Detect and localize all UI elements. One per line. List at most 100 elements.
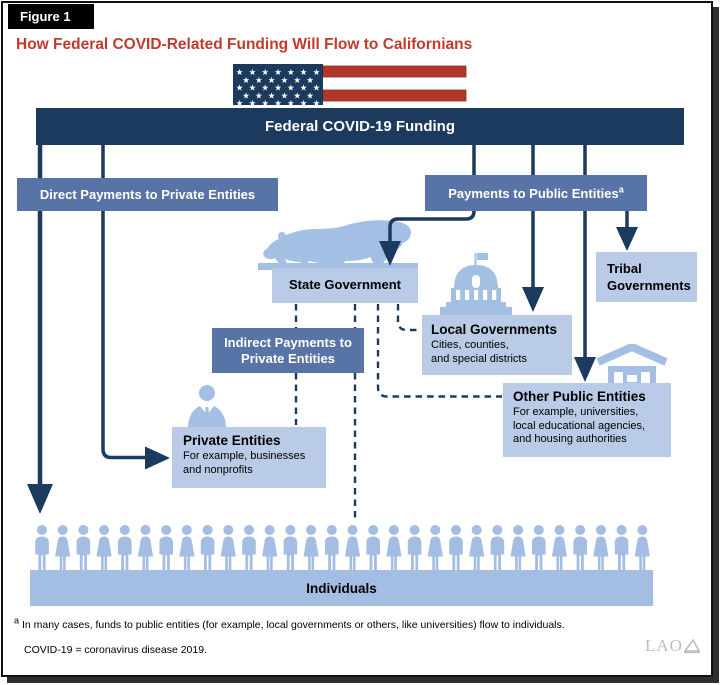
lao-logo-mark — [683, 638, 700, 653]
indirect-payments-line2: Private Entities — [241, 350, 335, 366]
other-public-entities-sub2: local educational agencies, — [513, 419, 646, 432]
person-woman-figure — [427, 525, 443, 571]
business-person-icon — [188, 385, 226, 428]
svg-text:★: ★ — [274, 68, 282, 78]
svg-text:★: ★ — [293, 91, 301, 101]
svg-text:★: ★ — [287, 68, 295, 78]
svg-text:★: ★ — [268, 91, 276, 101]
private-entities-title: Private Entities — [183, 433, 281, 448]
svg-text:★: ★ — [268, 76, 276, 86]
svg-text:★: ★ — [274, 99, 282, 105]
svg-text:★: ★ — [281, 76, 289, 86]
state-government-label: State Government — [289, 277, 401, 292]
person-man-figure — [325, 525, 339, 571]
footnote-1: a In many cases, funds to public entitie… — [14, 615, 674, 631]
tribal-governments-box: Tribal Governments — [596, 252, 697, 302]
person-man-figure — [532, 525, 546, 571]
tribal-governments-line2: Governments — [607, 278, 691, 293]
person-man-figure — [407, 525, 422, 571]
individuals-box: Individuals — [30, 570, 653, 606]
other-public-entities-box: Other Public Entities For example, unive… — [503, 383, 671, 457]
svg-text:★: ★ — [261, 84, 269, 94]
local-governments-title: Local Governments — [431, 322, 558, 337]
person-woman-figure — [386, 525, 402, 571]
svg-text:★: ★ — [281, 91, 289, 101]
person-man-figure — [573, 525, 587, 571]
person-woman-figure — [634, 525, 650, 571]
direct-payments-label: Direct Payments to Private Entities — [39, 187, 256, 202]
other-public-entities-sub1: For example, universities, — [513, 406, 639, 418]
person-woman-figure — [551, 525, 568, 571]
svg-text:★: ★ — [313, 84, 321, 94]
payments-public-label: Payments to Public Entities — [448, 185, 619, 201]
footnote-marker-sup: a — [618, 184, 624, 195]
us-flag-icon: ★★★★★★★★★★★★★★★★★★★★★★★★★★★★★★★★★ — [233, 64, 467, 105]
person-woman-figure — [179, 525, 195, 571]
footnote-1-marker: a — [14, 615, 20, 626]
person-woman-figure — [262, 525, 278, 571]
footnote-2-text: COVID-19 = coronavirus disease 2019. — [24, 644, 207, 656]
svg-text:★: ★ — [300, 99, 308, 105]
person-woman-figure — [55, 525, 71, 571]
figure-title: How Federal COVID-Related Funding Will F… — [16, 36, 473, 53]
private-entities-sub2: and nonprofits — [183, 463, 253, 476]
university-building-icon — [596, 344, 668, 384]
svg-text:★: ★ — [261, 68, 269, 78]
private-entities-box: Private Entities For example, businesses… — [172, 427, 326, 488]
svg-text:★: ★ — [274, 84, 282, 94]
person-man-figure — [200, 525, 215, 571]
person-woman-figure — [469, 525, 485, 571]
other-public-entities-title: Other Public Entities — [513, 389, 646, 404]
person-woman-figure — [510, 525, 526, 571]
tribal-governments-line1: Tribal — [607, 261, 642, 276]
footnote-2: COVID-19 = coronavirus disease 2019. — [24, 644, 207, 656]
svg-text:★: ★ — [287, 84, 295, 94]
svg-text:★: ★ — [306, 76, 314, 86]
svg-text:★: ★ — [249, 84, 257, 94]
direct-payments-box: Direct Payments to Private Entities — [17, 178, 278, 211]
person-man-figure — [35, 525, 49, 571]
svg-text:★: ★ — [306, 91, 314, 101]
svg-text:★: ★ — [300, 68, 308, 78]
person-man-figure — [242, 525, 256, 571]
indirect-payments-box: Indirect Payments to Private Entities — [212, 328, 364, 373]
person-man-figure — [490, 525, 505, 571]
federal-funding-bar: Federal COVID-19 Funding — [36, 108, 684, 145]
footnote-1-text: In many cases, funds to public entities … — [21, 619, 565, 631]
person-man-figure — [159, 525, 173, 571]
local-governments-box: Local Governments Cities, counties, and … — [422, 315, 572, 375]
svg-text:★: ★ — [236, 84, 244, 94]
svg-text:★: ★ — [255, 91, 263, 101]
person-woman-figure — [303, 525, 319, 571]
svg-text:★: ★ — [255, 76, 263, 86]
figure-label: Figure 1 — [8, 4, 94, 29]
person-man-figure — [614, 525, 629, 571]
svg-text:★: ★ — [287, 99, 295, 105]
person-man-figure — [283, 525, 298, 571]
svg-text:★: ★ — [261, 99, 269, 105]
other-public-entities-sub3: and housing authorities — [513, 433, 627, 445]
svg-text:★: ★ — [249, 99, 257, 105]
state-government-box: State Government — [272, 268, 418, 303]
payments-public-box: Payments to Public Entitiesa — [425, 175, 647, 211]
svg-text:★: ★ — [313, 99, 321, 105]
person-woman-figure — [220, 525, 236, 571]
lao-logo-icon: LAO — [645, 636, 700, 656]
california-bear-icon — [258, 220, 418, 270]
person-woman-figure — [96, 525, 112, 571]
svg-text:★: ★ — [249, 68, 257, 78]
person-woman-figure — [593, 525, 609, 571]
svg-text:★: ★ — [300, 84, 308, 94]
person-man-figure — [76, 525, 91, 571]
lao-logo-text: LAO — [645, 636, 683, 655]
people-row-icon — [35, 525, 650, 571]
svg-text:★: ★ — [313, 68, 321, 78]
local-governments-sub1: Cities, counties, — [431, 339, 509, 351]
private-entities-sub1: For example, businesses — [183, 450, 306, 462]
person-man-figure — [118, 525, 132, 571]
person-woman-figure — [137, 525, 154, 571]
individuals-label: Individuals — [306, 580, 377, 596]
person-man-figure — [449, 525, 463, 571]
svg-text:★: ★ — [242, 91, 250, 101]
capitol-icon — [440, 253, 512, 316]
